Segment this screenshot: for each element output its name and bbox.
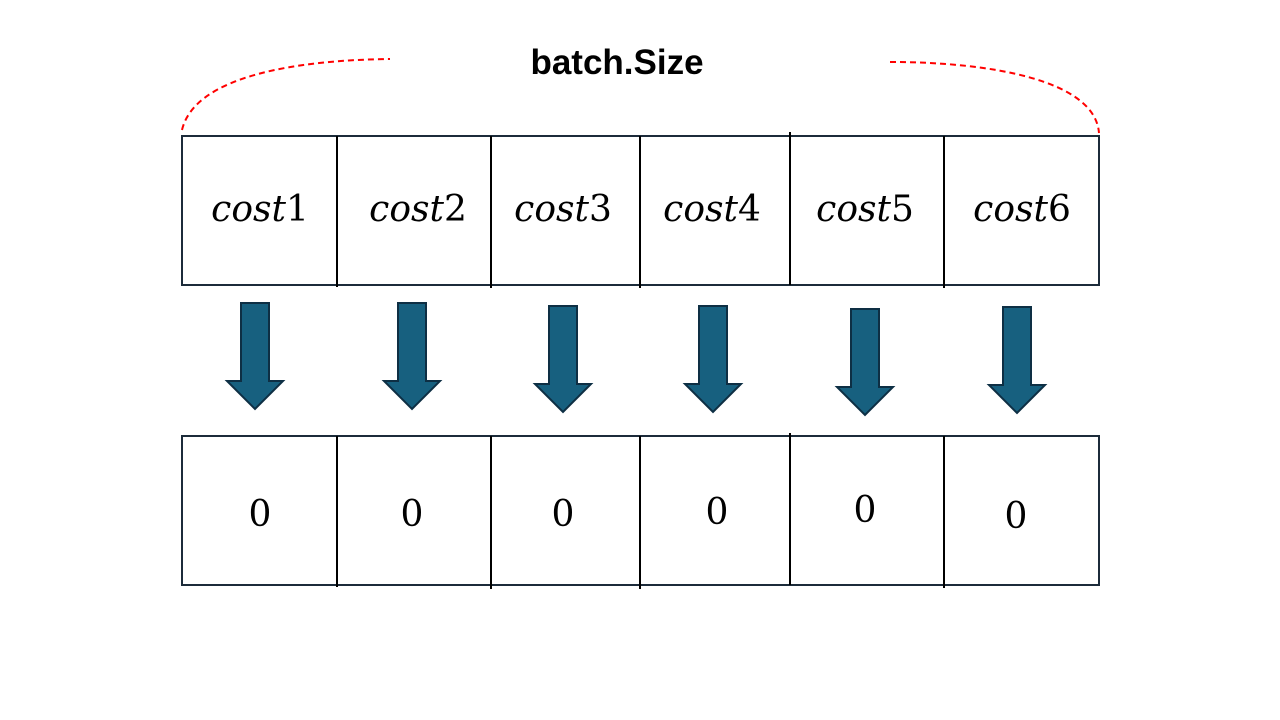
cost-num: 5 (891, 189, 914, 230)
cost-cell-1: cost1 (211, 189, 309, 230)
cost-row: cost1 cost2 cost3 cost4 cost5 cost6 (181, 132, 1100, 288)
down-arrow-icon (224, 302, 286, 411)
cost-var: cost (973, 189, 1048, 230)
brace-left (181, 58, 391, 131)
output-cell-1: 0 (249, 494, 272, 535)
cost-cell-2: cost2 (369, 189, 467, 230)
cost-num: 2 (444, 189, 467, 230)
brace-right (889, 61, 1100, 134)
cost-cell-4: cost4 (663, 189, 761, 230)
cost-cell-6: cost6 (973, 189, 1071, 230)
down-arrow-icon (682, 305, 744, 414)
output-cell-3: 0 (552, 494, 575, 535)
output-row: 0 0 0 0 0 0 (181, 433, 1100, 589)
down-arrow-icon (834, 308, 896, 417)
cost-num: 3 (589, 189, 612, 230)
cost-var: cost (369, 189, 444, 230)
cost-var: cost (663, 189, 738, 230)
down-arrow-icon (986, 306, 1048, 415)
output-cell-5: 0 (854, 490, 877, 531)
down-arrow-icon (532, 305, 594, 414)
down-arrow-icon (381, 302, 443, 411)
cost-var: cost (816, 189, 891, 230)
cost-cell-5: cost5 (816, 189, 914, 230)
cost-var: cost (211, 189, 286, 230)
cost-num: 1 (286, 189, 309, 230)
arrow-row (224, 302, 1048, 417)
cost-var: cost (514, 189, 589, 230)
batch-size-title: batch.Size (530, 43, 703, 82)
output-cell-2: 0 (401, 494, 424, 535)
cost-cell-3: cost3 (514, 189, 612, 230)
output-cell-4: 0 (706, 492, 729, 533)
cost-num: 4 (738, 189, 761, 230)
cost-num: 6 (1048, 189, 1071, 230)
output-cell-6: 0 (1005, 496, 1028, 537)
